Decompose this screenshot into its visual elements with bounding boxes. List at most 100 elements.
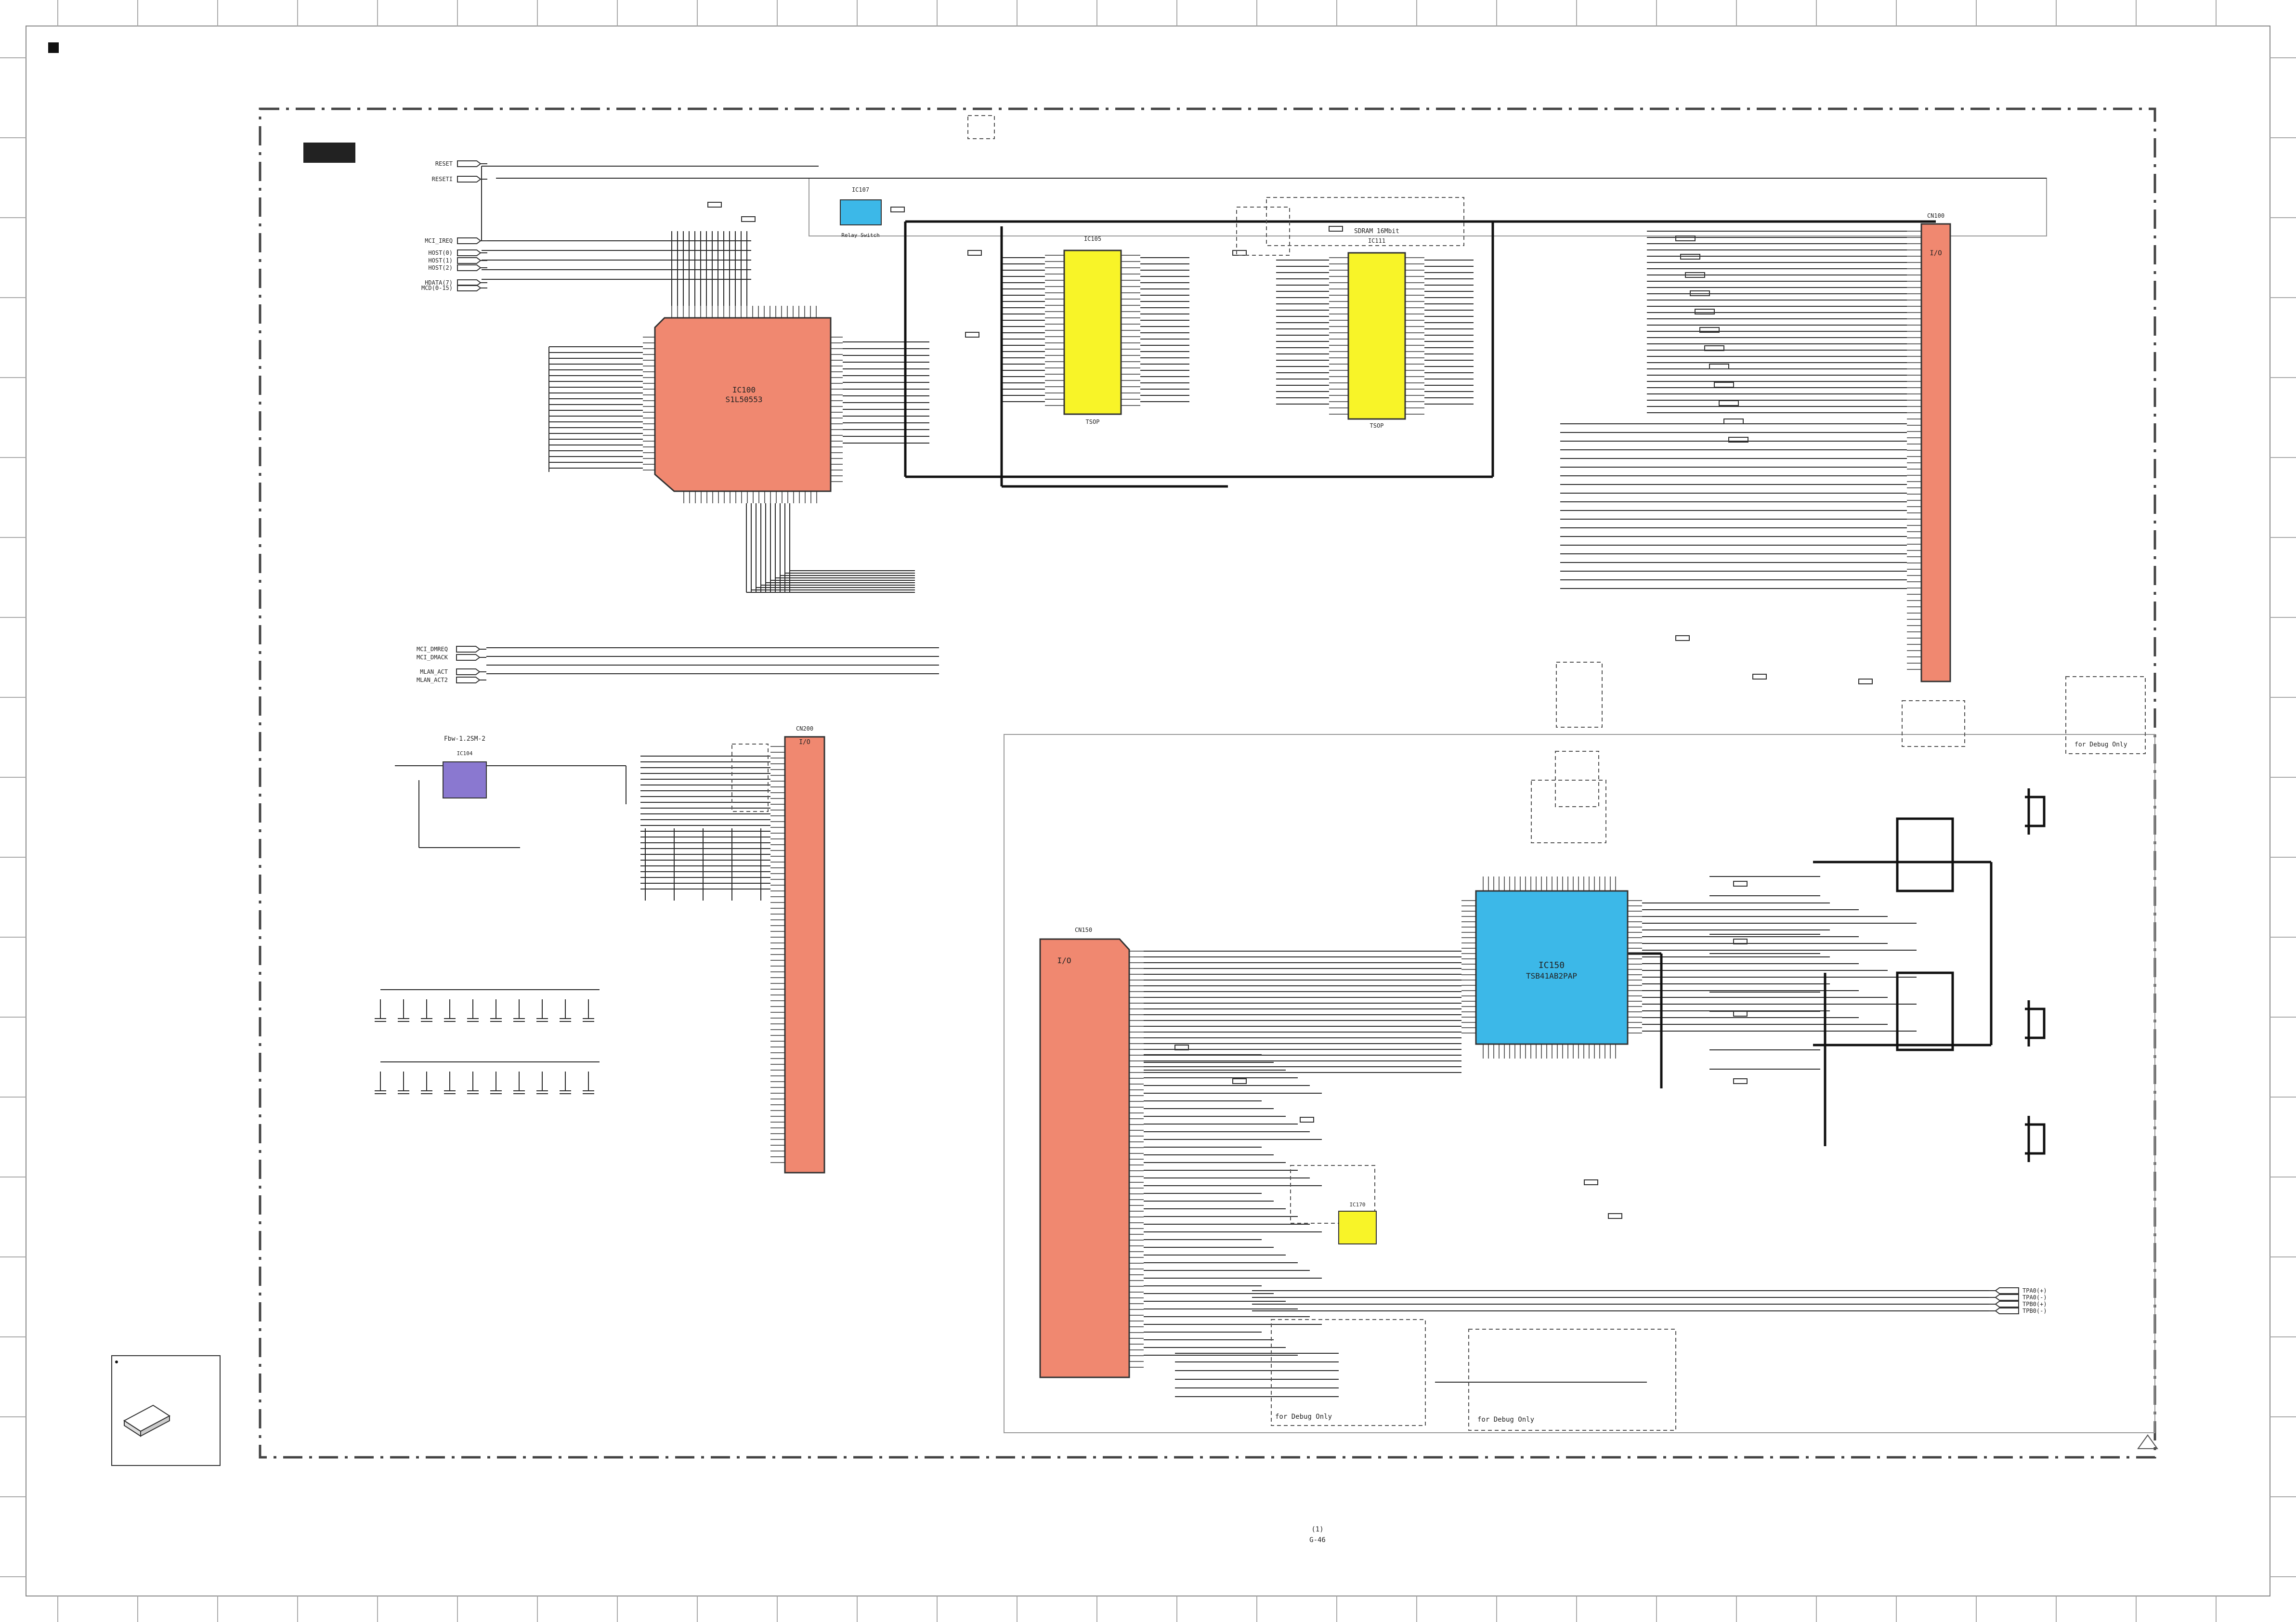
resistor bbox=[1608, 1213, 1622, 1219]
resistor bbox=[741, 216, 756, 222]
cn150-io: I/O bbox=[1057, 956, 1071, 965]
input-label: RESETI bbox=[432, 176, 453, 183]
resistor bbox=[965, 332, 979, 338]
dashed-box bbox=[1271, 1319, 1426, 1426]
ic150-pins bbox=[1461, 876, 1642, 1059]
resistor-array bbox=[1723, 419, 1744, 424]
resistor bbox=[1232, 250, 1247, 256]
output-label: TPA0(+) bbox=[2022, 1287, 2047, 1294]
sheet-border bbox=[26, 26, 2270, 1596]
ic111-pins bbox=[1329, 257, 1424, 415]
output-label: TPB0(-) bbox=[2022, 1308, 2047, 1314]
output-label: TPA0(-) bbox=[2022, 1294, 2047, 1301]
cn200-pins bbox=[770, 746, 785, 1163]
resistor bbox=[1733, 1078, 1748, 1084]
resistor bbox=[890, 207, 905, 212]
ic107-body bbox=[840, 199, 882, 225]
dashed-box bbox=[1902, 700, 1965, 747]
wiring bbox=[375, 166, 2047, 1397]
corner-marker bbox=[48, 42, 59, 53]
resistor bbox=[1752, 674, 1767, 680]
right-outputs: TPA0(+)TPA0(-)TPB0(+)TPB0(-) bbox=[1989, 1287, 2047, 1314]
input-label: MLAN_ACT bbox=[420, 668, 448, 675]
port-symbol bbox=[457, 176, 487, 183]
lower-region-frame bbox=[1004, 734, 2155, 1433]
input-label: MCI_DMACK bbox=[417, 654, 448, 661]
page-number: G-46 bbox=[1309, 1536, 1326, 1544]
input-label: HOST(0) bbox=[428, 249, 453, 256]
dashed-box bbox=[1266, 197, 1464, 246]
ic150-part: TSB41AB2PAP bbox=[1526, 971, 1577, 981]
ic111-pkg: TSOP bbox=[1370, 422, 1384, 429]
debug-note-1: for Debug Only bbox=[1275, 1413, 1332, 1421]
port-symbol bbox=[456, 668, 486, 675]
warning-triangle bbox=[2137, 1434, 2158, 1449]
cn100-pins bbox=[1907, 231, 1921, 670]
package-inset-dot bbox=[115, 1360, 118, 1363]
resistor bbox=[967, 250, 982, 256]
port-symbol bbox=[1989, 1294, 2019, 1301]
ic107-note: Relay Switch bbox=[841, 232, 879, 238]
cn200-body bbox=[784, 736, 825, 1174]
dashed-box bbox=[731, 744, 769, 812]
resistor-array bbox=[1695, 309, 1715, 314]
cn100-ref: CN100 bbox=[1927, 212, 1944, 219]
ic170-body bbox=[1338, 1211, 1377, 1244]
package-inset bbox=[111, 1355, 221, 1466]
port-symbol bbox=[456, 646, 486, 653]
input-label: MCD(0-15) bbox=[421, 285, 453, 291]
page-index: (1) bbox=[1311, 1526, 1323, 1533]
cn100-io: I/O bbox=[1930, 249, 1942, 257]
port-symbol bbox=[457, 237, 487, 244]
ic104-header: Fbw-1.2SM-2 bbox=[444, 735, 485, 743]
port-symbol bbox=[457, 264, 487, 271]
input-label: RESET bbox=[435, 160, 453, 167]
resistor bbox=[1329, 226, 1343, 232]
resistor-array bbox=[1719, 400, 1739, 406]
left-inputs: RESETRESETIMCI_IREQHOST(0)HOST(1)HOST(2)… bbox=[421, 160, 487, 291]
ic111-body bbox=[1347, 252, 1406, 420]
resistor bbox=[1232, 1078, 1247, 1084]
cn150-ref: CN150 bbox=[1075, 927, 1092, 933]
port-symbol bbox=[457, 160, 487, 167]
resistor bbox=[1733, 939, 1748, 944]
dashed-box bbox=[1556, 662, 1603, 728]
dashed-box bbox=[967, 115, 995, 139]
resistor-array bbox=[1709, 364, 1729, 369]
cn200-io: I/O bbox=[799, 739, 810, 746]
resistor bbox=[707, 202, 722, 208]
resistor-array bbox=[1699, 327, 1720, 333]
passive-components bbox=[707, 202, 1873, 1219]
jack bbox=[2025, 1000, 2046, 1046]
transformer bbox=[1896, 971, 1954, 1051]
port-symbol bbox=[457, 285, 487, 291]
resistor bbox=[1675, 635, 1690, 641]
dashed-box bbox=[2065, 676, 2146, 754]
ic111-header: SDRAM 16Mbit bbox=[1354, 228, 1399, 235]
ic100-body bbox=[654, 317, 832, 492]
resistor-array bbox=[1728, 437, 1748, 443]
port-symbol bbox=[456, 654, 486, 661]
debug-note-2: for Debug Only bbox=[1477, 1416, 1534, 1424]
input-label: HDATA(7) bbox=[425, 279, 453, 286]
resistor bbox=[1733, 881, 1748, 887]
cn100-body bbox=[1920, 223, 1951, 682]
frame-title-block bbox=[303, 143, 355, 163]
port-symbol bbox=[457, 249, 487, 256]
jack-connectors bbox=[1896, 788, 2046, 1162]
package-drawing bbox=[123, 1404, 170, 1437]
bus-lines bbox=[904, 220, 1993, 1146]
input-label: HOST(1) bbox=[428, 257, 453, 264]
ic104-ref: IC104 bbox=[457, 750, 472, 757]
dashed-box bbox=[1468, 1329, 1676, 1431]
debug-note-3: for Debug Only bbox=[2074, 741, 2127, 748]
ic105-pins bbox=[1045, 255, 1140, 406]
cn200-ref: CN200 bbox=[796, 725, 813, 732]
resistor bbox=[1733, 1011, 1748, 1017]
ic105-pkg: TSOP bbox=[1086, 419, 1100, 425]
dashed-box bbox=[1236, 207, 1290, 256]
resistor-array bbox=[1675, 235, 1696, 241]
ic100-part: S1L50553 bbox=[725, 395, 762, 404]
input-label: MCI_IREQ bbox=[425, 237, 453, 244]
